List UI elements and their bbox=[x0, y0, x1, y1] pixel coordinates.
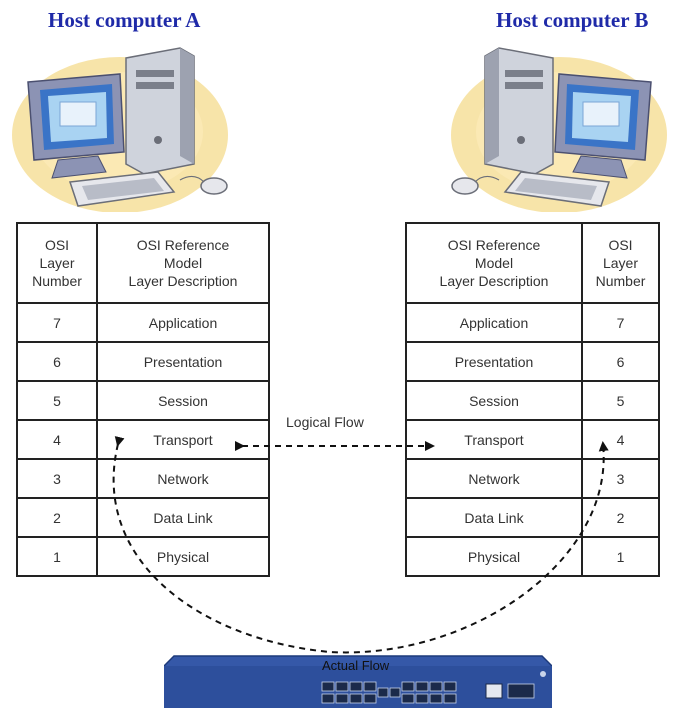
layer-number: 5 bbox=[16, 380, 98, 421]
header-line: Model bbox=[163, 255, 203, 271]
header-line: Model bbox=[474, 255, 514, 271]
layer-number: 6 bbox=[581, 341, 660, 382]
layer-name: Data Link bbox=[405, 497, 583, 538]
network-switch-icon bbox=[164, 655, 552, 708]
layer-name: Presentation bbox=[96, 341, 270, 382]
layer-number-header: OSI Layer Number bbox=[16, 222, 98, 304]
layer-name: Application bbox=[96, 302, 270, 343]
layer-number: 4 bbox=[16, 419, 98, 460]
layer-name: Data Link bbox=[96, 497, 270, 538]
host-a-title: Host computer A bbox=[48, 8, 201, 32]
layer-description-header: OSI Reference Model Layer Description bbox=[96, 222, 270, 304]
layer-number: 1 bbox=[16, 536, 98, 577]
header-line: Layer Description bbox=[439, 273, 549, 289]
layer-name: Session bbox=[96, 380, 270, 421]
layer-name: Physical bbox=[405, 536, 583, 577]
desktop-computer-icon bbox=[12, 47, 228, 212]
layer-name: Session bbox=[405, 380, 583, 421]
osi-table-host-a: OSI Layer Number OSI Reference Model Lay… bbox=[16, 222, 270, 577]
header-line: Layer bbox=[39, 255, 75, 271]
host-b-title: Host computer B bbox=[496, 8, 649, 32]
layer-name: Presentation bbox=[405, 341, 583, 382]
layer-name: Transport bbox=[405, 419, 583, 460]
layer-number-header: OSI Layer Number bbox=[581, 222, 660, 304]
layer-number: 1 bbox=[581, 536, 660, 577]
header-line: OSI Reference bbox=[136, 237, 230, 253]
layer-number: 6 bbox=[16, 341, 98, 382]
header-line: Number bbox=[595, 273, 646, 289]
header-line: Layer Description bbox=[128, 273, 238, 289]
layer-name: Physical bbox=[96, 536, 270, 577]
desktop-computer-icon bbox=[451, 47, 667, 212]
layer-description-header: OSI Reference Model Layer Description bbox=[405, 222, 583, 304]
layer-name: Network bbox=[96, 458, 270, 499]
layer-name: Network bbox=[405, 458, 583, 499]
layer-number: 3 bbox=[581, 458, 660, 499]
header-line: OSI Reference bbox=[447, 237, 541, 253]
header-line: Layer bbox=[602, 255, 639, 271]
header-line: OSI bbox=[44, 237, 70, 253]
layer-name: Transport bbox=[96, 419, 270, 460]
layer-number: 2 bbox=[581, 497, 660, 538]
layer-name: Application bbox=[405, 302, 583, 343]
layer-number: 7 bbox=[581, 302, 660, 343]
header-line: Number bbox=[32, 273, 82, 289]
logical-flow-label: Logical Flow bbox=[286, 414, 364, 430]
osi-table-host-b: OSI Reference Model Layer Description OS… bbox=[405, 222, 660, 577]
layer-number: 5 bbox=[581, 380, 660, 421]
layer-number: 4 bbox=[581, 419, 660, 460]
layer-number: 2 bbox=[16, 497, 98, 538]
header-line: OSI bbox=[608, 237, 633, 253]
layer-number: 3 bbox=[16, 458, 98, 499]
actual-flow-label: Actual Flow bbox=[322, 658, 390, 673]
layer-number: 7 bbox=[16, 302, 98, 343]
